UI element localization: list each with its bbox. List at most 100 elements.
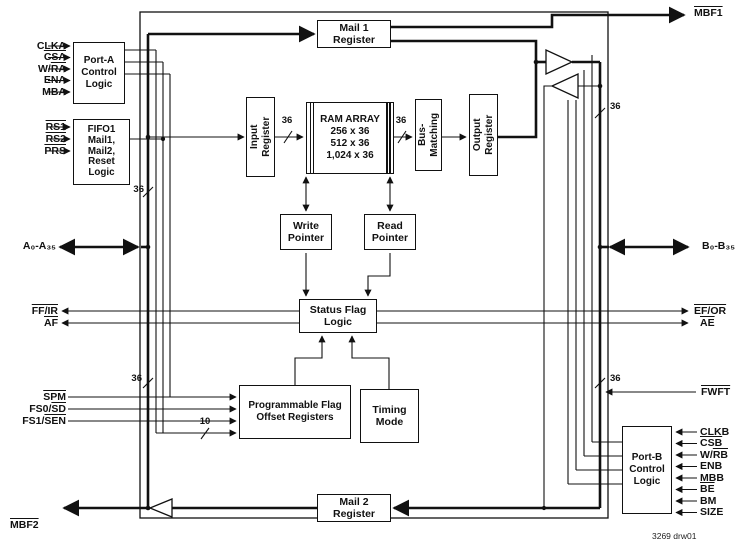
signal-label-mbb: MBB <box>700 472 724 484</box>
signal-text-bar: RB <box>712 449 728 461</box>
block-label: Mail 1 Register <box>332 21 375 46</box>
signal-label-ena: ENA <box>14 74 66 86</box>
block-label: RAM ARRAY 256 x 36 512 x 36 1,024 x 36 <box>320 114 380 161</box>
signal-text-bar: RS1 <box>45 121 66 133</box>
signal-label-fs1-sen: FS1/SEN <box>10 415 66 427</box>
block-port-b-control-logic: Port-B Control Logic <box>622 426 672 514</box>
block-port-a-control-logic: Port-A Control Logic <box>73 42 125 104</box>
signal-text: ENB <box>700 460 723 472</box>
block-ram-array: RAM ARRAY 256 x 36 512 x 36 1,024 x 36 <box>306 102 394 174</box>
ram-double-line <box>389 103 391 173</box>
signal-text-bar: SEN <box>44 415 66 427</box>
signal-label-enb: ENB <box>700 460 722 472</box>
signal-label-ae: AE <box>700 317 715 329</box>
block-label: Output Register <box>471 114 495 156</box>
signal-text-bar: CSA <box>43 51 66 63</box>
block-label: Timing Mode <box>372 403 407 428</box>
block-label: Input Register <box>248 116 272 158</box>
block-read-pointer: Read Pointer <box>364 214 416 250</box>
ram-double-line <box>386 103 388 173</box>
signal-label-ff-ir: FF/IR <box>6 305 58 317</box>
bus-width-label-10: 10 <box>199 416 211 427</box>
signal-text-bar: MBF2 <box>10 519 39 531</box>
signal-label-clka: CLKA <box>14 40 66 52</box>
block-label: Port-B Control Logic <box>629 452 665 487</box>
signal-text: BM <box>700 495 717 507</box>
signal-text-bar: MBF1 <box>694 7 723 19</box>
block-label: Write Pointer <box>287 219 325 244</box>
signal-text-bar: CSB <box>700 437 723 449</box>
signal-label-rs1: RS1 <box>14 121 66 133</box>
block-timing-mode: Timing Mode <box>360 389 419 443</box>
signal-text: W/ <box>38 63 51 75</box>
signal-text-bar: SD <box>51 403 66 415</box>
signal-text: W/ <box>700 449 713 461</box>
block-label: Mail 2 Register <box>332 495 375 520</box>
signal-text: MBB <box>700 472 724 484</box>
signal-text-bar: EF/OR <box>694 305 727 317</box>
bus-width-label-36: 36 <box>395 115 407 126</box>
junction-dots <box>145 59 603 511</box>
port-b-input-buffer-icon <box>550 72 579 100</box>
block-label: Port-A Control Logic <box>81 55 117 90</box>
signal-label-be: BE <box>700 483 715 495</box>
block-mail2-register: Mail 2 Register <box>317 494 391 522</box>
signal-label-wra: W/RA <box>14 63 66 75</box>
ram-double-line <box>312 103 314 173</box>
signal-text-bar: RA <box>50 63 66 75</box>
signal-text: B₀-B₃₅ <box>702 240 736 252</box>
signal-text: ENA <box>43 74 66 86</box>
signal-text: A₀-A₃₅ <box>22 240 56 252</box>
signal-label-af: AF <box>6 317 58 329</box>
signal-text-bar: FF/IR <box>31 305 58 317</box>
block-bus-matching: Bus- Matching <box>415 99 442 171</box>
bus-width-label-36: 36 <box>131 373 142 384</box>
ram-double-line <box>309 103 311 173</box>
block-write-pointer: Write Pointer <box>280 214 332 250</box>
bus-width-label-36: 36 <box>281 115 293 126</box>
signal-label-csa: CSA <box>14 51 66 63</box>
signal-label-rs2: RS2 <box>14 133 66 145</box>
signal-text-bar: RS2 <box>45 133 66 145</box>
block-input-register: Input Register <box>246 97 275 177</box>
signal-label-clkb: CLKB <box>700 426 729 438</box>
bus-width-slashes <box>142 107 606 440</box>
bus-width-label-36: 36 <box>610 101 621 112</box>
signal-text: CLKA <box>36 40 66 52</box>
signal-label-mbf1: MBF1 <box>694 7 723 19</box>
signal-label-spm: SPM <box>10 391 66 403</box>
signal-text: FS1/ <box>22 415 45 427</box>
signal-text-bar: AF <box>44 317 58 329</box>
signal-text-bar: FWFT <box>701 386 731 398</box>
signal-label-csb: CSB <box>700 437 722 449</box>
block-programmable-flag-offset-registers: Programmable Flag Offset Registers <box>239 385 351 439</box>
block-label: FIFO1 Mail1, Mail2, Reset Logic <box>87 123 116 179</box>
block-label: Read Pointer <box>371 219 409 244</box>
wires-thick <box>58 6 690 517</box>
signal-label-fwft: FWFT <box>701 386 730 398</box>
signal-label-fs0-sd: FS0/SD <box>10 403 66 415</box>
signal-text: CLKB <box>700 426 730 438</box>
port-b-output-buffer-icon <box>545 48 574 76</box>
signal-label-a-bus: A₀-A₃₅ <box>12 240 56 252</box>
signal-label-prs: PRS <box>14 145 66 157</box>
wires-thin <box>48 42 697 517</box>
block-fifo1-reset-logic: FIFO1 Mail1, Mail2, Reset Logic <box>73 119 130 185</box>
signal-label-size: SIZE <box>700 506 723 518</box>
bus-width-label-36: 36 <box>610 373 621 384</box>
signal-label-bm: BM <box>700 495 716 507</box>
block-label: Status Flag Logic <box>309 303 367 328</box>
signal-text-bar: SPM <box>43 391 66 403</box>
block-mail1-register: Mail 1 Register <box>317 20 391 48</box>
signal-text-bar: PRS <box>44 145 66 157</box>
signal-text: FS0/ <box>29 403 52 415</box>
block-output-register: Output Register <box>469 94 498 176</box>
bus-width-label-36: 36 <box>133 184 144 195</box>
signal-text: SIZE <box>700 506 724 518</box>
block-label: Programmable Flag Offset Registers <box>248 400 342 423</box>
signal-label-mba: MBA <box>14 86 66 98</box>
signal-label-wrb: W/RB <box>700 449 728 461</box>
signal-text-bar: BE <box>700 483 715 495</box>
block-label: Bus- Matching <box>416 113 440 157</box>
